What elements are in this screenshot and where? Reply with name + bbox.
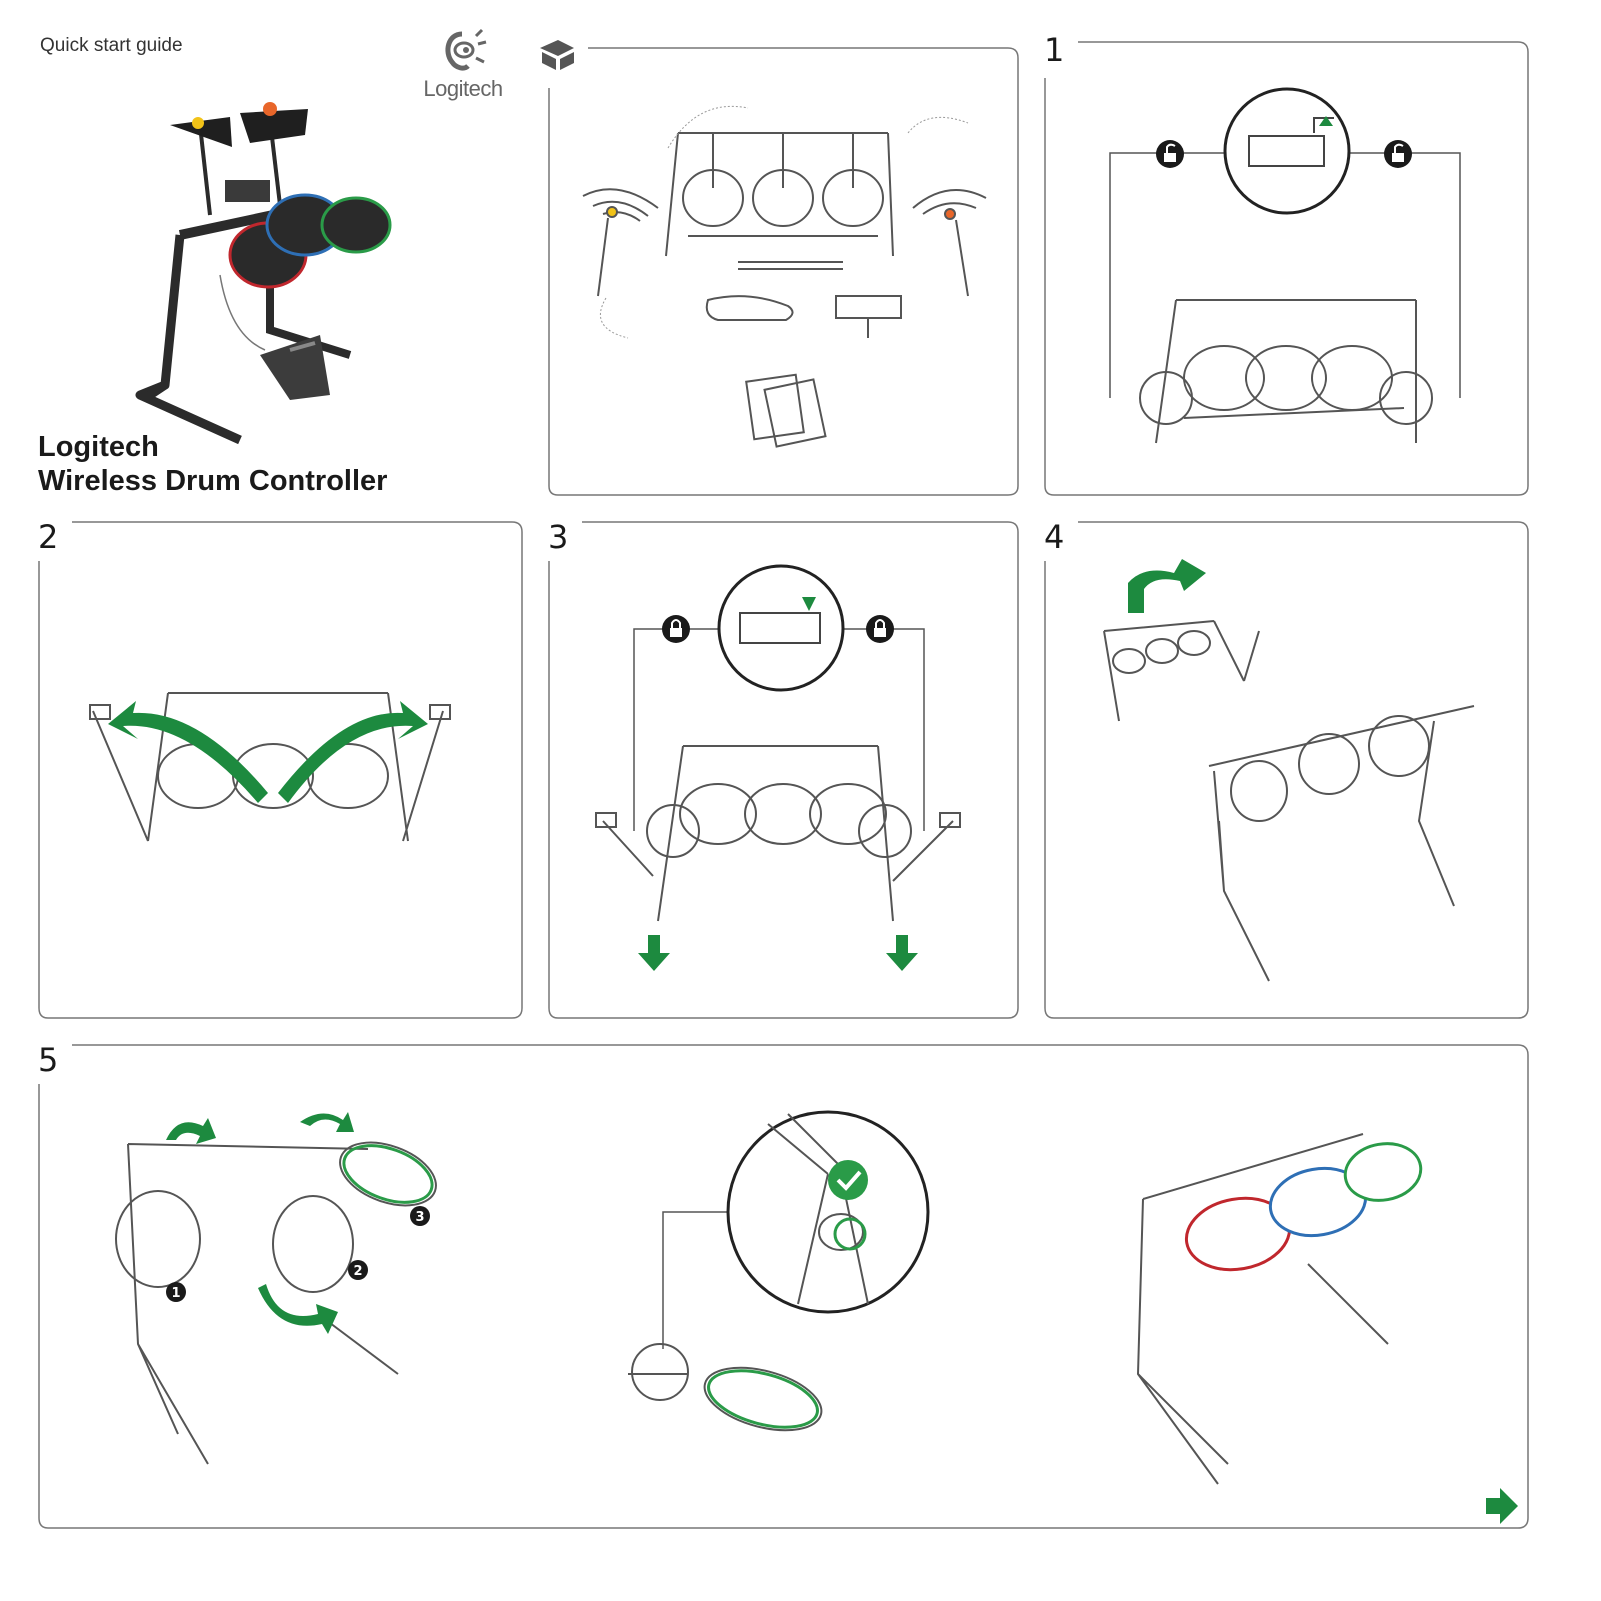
callout-number: 1 [171,1286,180,1301]
checkmark-icon [828,1160,868,1200]
step-number: 5 [38,1041,59,1079]
cymbal-yellow [192,117,204,129]
callout-2: 2 [348,1260,368,1280]
panel-step-5: 5 1 2 3 [38,1044,1529,1529]
callout-3: 3 [410,1206,430,1226]
box-icon [540,40,574,70]
down-arrow-icon [638,935,670,971]
guide-label: Quick start guide [40,35,183,56]
callout-1: 1 [166,1282,186,1302]
panel-step-2: 2 [38,521,523,1019]
panel-box-contents [540,38,1019,496]
panel-step-3: 3 [548,521,1019,1019]
cymbal-orange [263,102,277,116]
step-number: 1 [1044,31,1065,69]
down-arrow-icon [802,597,816,611]
callout-number: 3 [415,1210,424,1225]
unlock-icon [1156,140,1184,168]
detail-zoom-circle [717,564,845,692]
green-pad-ring [342,1144,434,1204]
brand-name: Logitech [38,431,159,463]
callout-number: 2 [353,1264,362,1279]
flip-arrow-icon [1128,559,1206,613]
step-number: 4 [1044,518,1065,556]
step-number: 3 [548,518,569,556]
lock-icon [662,615,690,643]
logo-text: Logitech [423,76,503,101]
lock-icon [866,615,894,643]
panel-step-4: 4 [1044,521,1529,1019]
rotate-arrow-icon [166,1118,216,1144]
rotate-right-arrow [278,701,428,803]
unlock-icon [1384,140,1412,168]
rotate-left-arrow [108,701,268,803]
detail-zoom-circle [726,1110,930,1314]
step-number: 2 [38,518,59,556]
panel-step-1: 1 [1044,34,1529,496]
drum-kit-illustration [135,102,392,445]
logitech-mark-icon [445,28,487,71]
green-pad [1343,1142,1423,1202]
product-name: Wireless Drum Controller [38,465,388,497]
detail-zoom-circle [1223,87,1351,215]
product-title: Logitech Wireless Drum Controller [38,430,387,498]
down-arrow-icon [886,935,918,971]
up-arrow-icon [1319,116,1333,126]
logitech-logo: Logitech [418,28,508,101]
rotate-arrow-icon [258,1284,338,1334]
rotate-arrow-icon [300,1112,354,1132]
next-page-arrow-icon[interactable] [1486,1488,1518,1524]
